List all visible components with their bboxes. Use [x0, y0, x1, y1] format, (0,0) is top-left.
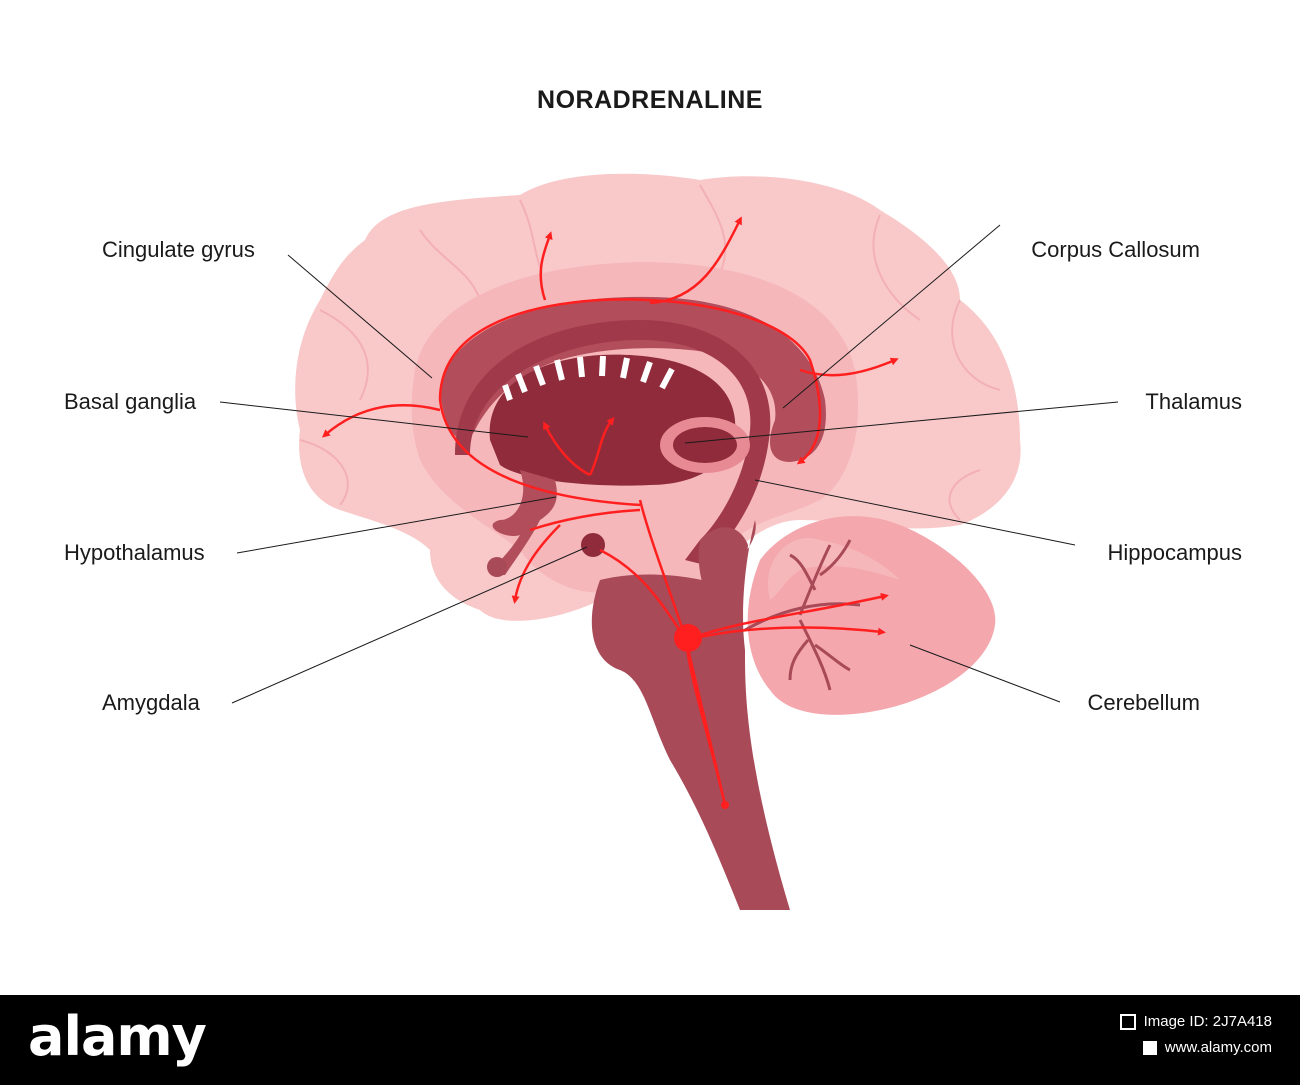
watermark-bar: alamy Image ID: 2J7A418 www.alamy.com — [0, 995, 1300, 1085]
amygdala-shape — [581, 533, 605, 557]
image-id-icon — [1119, 1014, 1136, 1031]
watermark-logo: alamy — [28, 1005, 207, 1068]
label-hypothalamus: Hypothalamus — [64, 540, 205, 565]
corpus-callosum-shape — [440, 296, 826, 462]
label-cingulate-gyrus: Cingulate gyrus — [102, 237, 255, 262]
leader-lines — [219, 224, 1119, 704]
site-url: www.alamy.com — [1164, 1039, 1272, 1056]
label-cerebellum: Cerebellum — [1087, 690, 1201, 715]
brain-diagram — [219, 173, 1119, 910]
radiating-fibers — [502, 355, 675, 401]
label-hippocampus: Hippocampus — [1107, 540, 1242, 565]
noradrenaline-pathways — [321, 216, 899, 806]
watermark-meta: Image ID: 2J7A418 www.alamy.com — [1119, 1009, 1272, 1061]
site-icon — [1142, 1041, 1157, 1056]
pituitary — [487, 557, 507, 577]
diagram-title: NORADRENALINE — [537, 86, 763, 114]
label-basal-ganglia: Basal ganglia — [64, 389, 197, 414]
hypothalamus-shape — [492, 470, 557, 575]
brainstem — [591, 520, 790, 910]
label-amygdala: Amygdala — [102, 690, 200, 715]
label-thalamus: Thalamus — [1145, 389, 1242, 414]
label-corpus-callosum: Corpus Callosum — [1031, 237, 1200, 262]
image-id: Image ID: 2J7A418 — [1143, 1013, 1272, 1030]
locus-coeruleus — [674, 624, 702, 652]
